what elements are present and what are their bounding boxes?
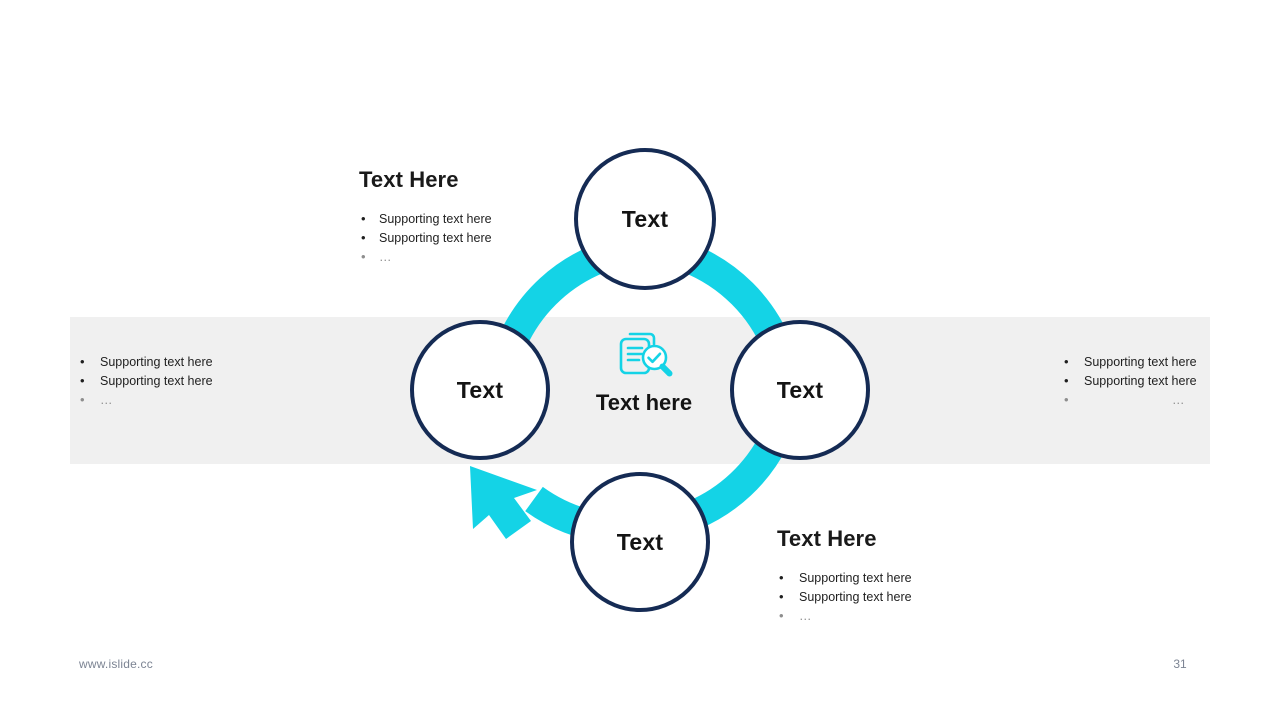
list-item: Supporting text here: [78, 371, 213, 391]
background-band: [70, 317, 1210, 464]
ring-arrow-head: [470, 466, 537, 539]
text-block-right: Supporting text here Supporting text her…: [1062, 352, 1197, 410]
list-item: Supporting text here: [777, 587, 912, 607]
center-caption: Text here: [595, 390, 693, 415]
list-item: Supporting text here: [78, 352, 213, 372]
list-item: …: [359, 247, 492, 267]
node-label-left: Text: [456, 376, 504, 403]
node-circle-bottom[interactable]: Text: [570, 472, 710, 612]
footer-page-number: 31: [1173, 657, 1187, 671]
node-circle-top[interactable]: Text: [574, 148, 716, 290]
text-block-bottom-right: Text Here Supporting text here Supportin…: [777, 526, 912, 626]
list-item: …: [777, 606, 912, 626]
node-circle-left[interactable]: Text: [410, 320, 550, 460]
node-label-bottom: Text: [616, 528, 664, 555]
node-label-top: Text: [621, 205, 669, 232]
list-item: Supporting text here: [359, 228, 492, 248]
clipboard-magnifier-check-icon: [619, 332, 673, 377]
bullet-list-bottom-right: Supporting text here Supporting text her…: [777, 568, 912, 626]
node-circle-right[interactable]: Text: [730, 320, 870, 460]
bullet-list-top-left: Supporting text here Supporting text her…: [359, 209, 492, 267]
bullet-list-left: Supporting text here Supporting text her…: [78, 352, 213, 410]
block-heading-top-left: Text Here: [359, 167, 459, 192]
list-item: Supporting text here: [1062, 352, 1197, 372]
list-item: Supporting text here: [359, 209, 492, 229]
list-item: Supporting text here: [777, 568, 912, 588]
list-item: …: [78, 390, 213, 410]
text-block-top-left: Text Here Supporting text here Supportin…: [359, 167, 492, 267]
list-item: Supporting text here: [1062, 371, 1197, 391]
node-label-right: Text: [776, 376, 824, 403]
bullet-list-right: Supporting text here Supporting text her…: [1062, 352, 1197, 410]
block-heading-bottom-right: Text Here: [777, 526, 877, 551]
list-item: …: [1062, 390, 1197, 410]
footer-url[interactable]: www.islide.cc: [79, 657, 153, 671]
text-block-left: Supporting text here Supporting text her…: [78, 352, 213, 410]
